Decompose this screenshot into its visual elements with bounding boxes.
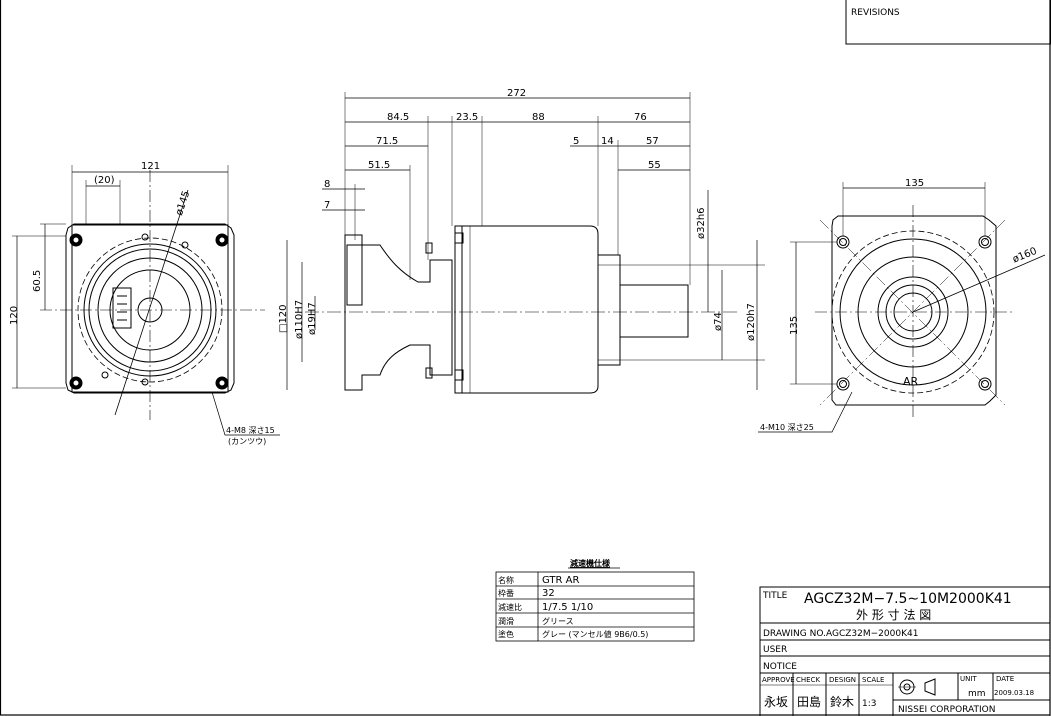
spec-label-2: 減速比 bbox=[498, 602, 522, 612]
spec-value-2: 1/7.5 1/10 bbox=[542, 602, 593, 613]
dim-135-v: 135 bbox=[789, 316, 800, 335]
side-view bbox=[286, 92, 765, 394]
dim-7: 7 bbox=[324, 200, 330, 211]
note-tap-m8-sub: (カンツウ) bbox=[228, 437, 266, 446]
company-name: NISSEI CORPORATION bbox=[898, 705, 995, 715]
drawing-no-value: AGCZ32M−2000K41 bbox=[826, 629, 918, 639]
dim-D120: □120 bbox=[278, 304, 289, 333]
dim-20: (20) bbox=[94, 175, 115, 186]
dim-57: 57 bbox=[646, 136, 659, 147]
dim-5: 5 bbox=[573, 136, 579, 147]
user-label: USER bbox=[763, 645, 787, 655]
svg-text:AR: AR bbox=[903, 375, 919, 388]
date-value: 2009.03.18 bbox=[994, 689, 1034, 697]
scale-value: 1:3 bbox=[862, 699, 876, 709]
spec-value-3: グリース bbox=[542, 616, 574, 626]
title-block bbox=[759, 586, 1051, 716]
revisions-box: REVISIONS bbox=[845, 0, 1051, 45]
dim-121: 121 bbox=[141, 161, 160, 172]
spec-label-4: 塗色 bbox=[498, 629, 514, 639]
check-label: CHECK bbox=[796, 676, 820, 684]
spec-label-0: 名称 bbox=[498, 575, 514, 585]
approve-label: APPROVE bbox=[762, 676, 795, 684]
spec-value-1: 32 bbox=[542, 588, 555, 599]
check-value: 田島 bbox=[797, 694, 821, 709]
note-tap-m10: 4-M10 深さ25 bbox=[760, 423, 814, 432]
spec-value-0: GTR AR bbox=[542, 575, 579, 586]
front-view bbox=[12, 165, 280, 436]
design-value: 鈴木 bbox=[830, 694, 854, 709]
approve-value: 永坂 bbox=[764, 695, 788, 709]
dim-phi19H7: ø19H7 bbox=[307, 302, 318, 335]
notice-label: NOTICE bbox=[763, 662, 797, 672]
spec-table bbox=[495, 571, 695, 642]
note-tap-m8: 4-M8 深さ15 bbox=[226, 426, 275, 435]
dim-phi74: ø74 bbox=[713, 312, 724, 331]
spec-label-1: 枠番 bbox=[498, 588, 514, 598]
dim-60-5: 60.5 bbox=[32, 270, 43, 292]
dim-23-5: 23.5 bbox=[456, 112, 478, 123]
dim-135-h: 135 bbox=[905, 178, 924, 189]
spec-value-4: グレー (マンセル値 9B6/0.5) bbox=[542, 629, 648, 639]
rear-view: AR bbox=[758, 182, 1046, 433]
dim-14: 14 bbox=[601, 136, 614, 147]
title-value: AGCZ32M−7.5∼10M2000K41 bbox=[804, 591, 1012, 607]
drawing-no-label: DRAWING NO. bbox=[763, 629, 826, 639]
dim-71-5: 71.5 bbox=[376, 136, 398, 147]
dim-120: 120 bbox=[9, 306, 20, 325]
dim-8: 8 bbox=[324, 179, 330, 190]
dim-phi160: ø160 bbox=[1011, 246, 1039, 266]
scale-label: SCALE bbox=[862, 676, 884, 684]
dim-76: 76 bbox=[634, 112, 647, 123]
title-sub: 外 形 寸 法 図 bbox=[856, 608, 931, 622]
dim-55: 55 bbox=[648, 160, 661, 171]
spec-table-title: 減速機仕様 bbox=[570, 558, 611, 568]
dim-phi145: ø145 bbox=[174, 190, 192, 217]
spec-label-3: 潤滑 bbox=[498, 616, 514, 626]
unit-label: UNIT bbox=[960, 675, 977, 683]
dim-272: 272 bbox=[507, 88, 526, 99]
dim-51-5: 51.5 bbox=[368, 160, 390, 171]
dim-phi110H7: ø110H7 bbox=[294, 300, 305, 339]
revisions-label: REVISIONS bbox=[851, 8, 900, 18]
dim-84-5: 84.5 bbox=[387, 112, 409, 123]
dim-phi32h6: ø32h6 bbox=[696, 207, 707, 239]
projection-symbol-icon bbox=[898, 678, 936, 696]
unit-value: mm bbox=[968, 689, 986, 699]
title-label: TITLE bbox=[762, 591, 788, 601]
dim-phi120h7: ø120h7 bbox=[746, 303, 757, 341]
design-label: DESIGN bbox=[829, 676, 856, 684]
date-label: DATE bbox=[996, 675, 1014, 683]
dim-88: 88 bbox=[532, 112, 545, 123]
